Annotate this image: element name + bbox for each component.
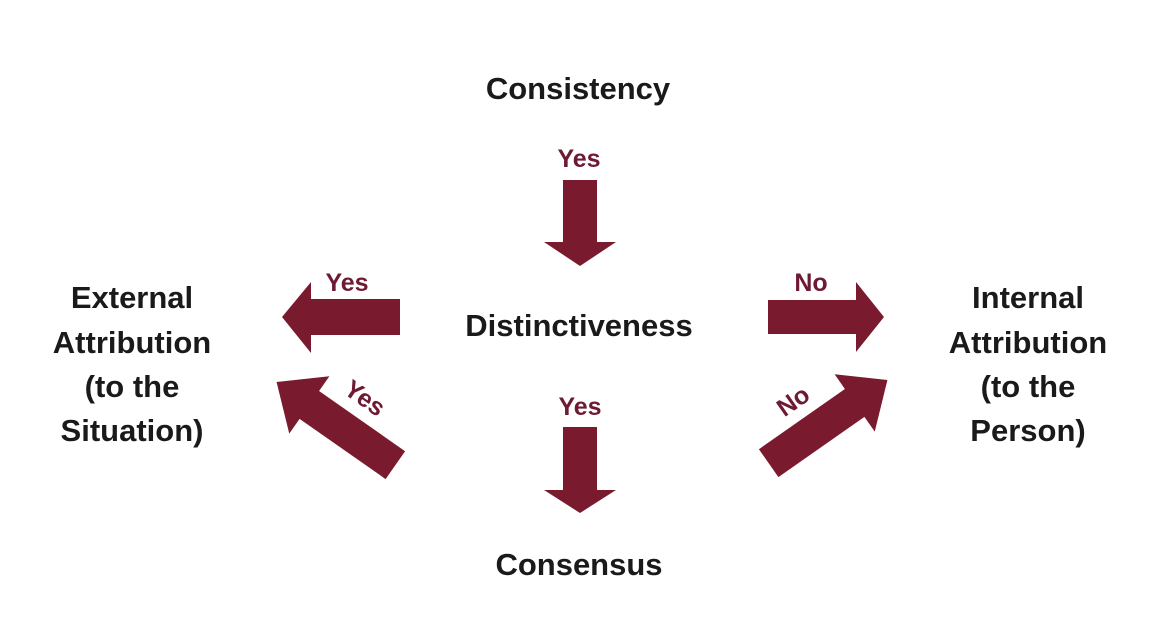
arrow-right-icon	[768, 282, 884, 352]
edge-label-consensus-yes: Yes	[558, 393, 601, 421]
external-line-3: (to the	[85, 369, 180, 404]
node-distinctiveness: Distinctiveness	[465, 308, 692, 343]
edge-label-distinctiveness-no: No	[794, 269, 827, 297]
node-external-attribution: External Attribution (to the Situation)	[53, 280, 211, 448]
arrow-down-icon	[544, 180, 616, 266]
external-line-4: Situation)	[61, 413, 204, 448]
edge-label-consistency-yes: Yes	[557, 145, 600, 173]
arrow-up-left-icon	[276, 376, 406, 480]
internal-line-3: (to the	[981, 369, 1076, 404]
external-line-1: External	[71, 280, 193, 315]
node-consistency: Consistency	[486, 71, 671, 106]
internal-line-1: Internal	[972, 280, 1084, 315]
arrow-left-icon	[282, 282, 400, 353]
arrow-up-right-icon	[758, 374, 888, 478]
edge-label-distinctiveness-yes: Yes	[325, 269, 368, 297]
internal-line-2: Attribution	[949, 325, 1107, 360]
external-line-2: Attribution	[53, 325, 211, 360]
node-consensus: Consensus	[495, 547, 662, 582]
node-internal-attribution: Internal Attribution (to the Person)	[949, 280, 1107, 448]
internal-line-4: Person)	[970, 413, 1085, 448]
arrow-down-icon	[544, 427, 616, 513]
